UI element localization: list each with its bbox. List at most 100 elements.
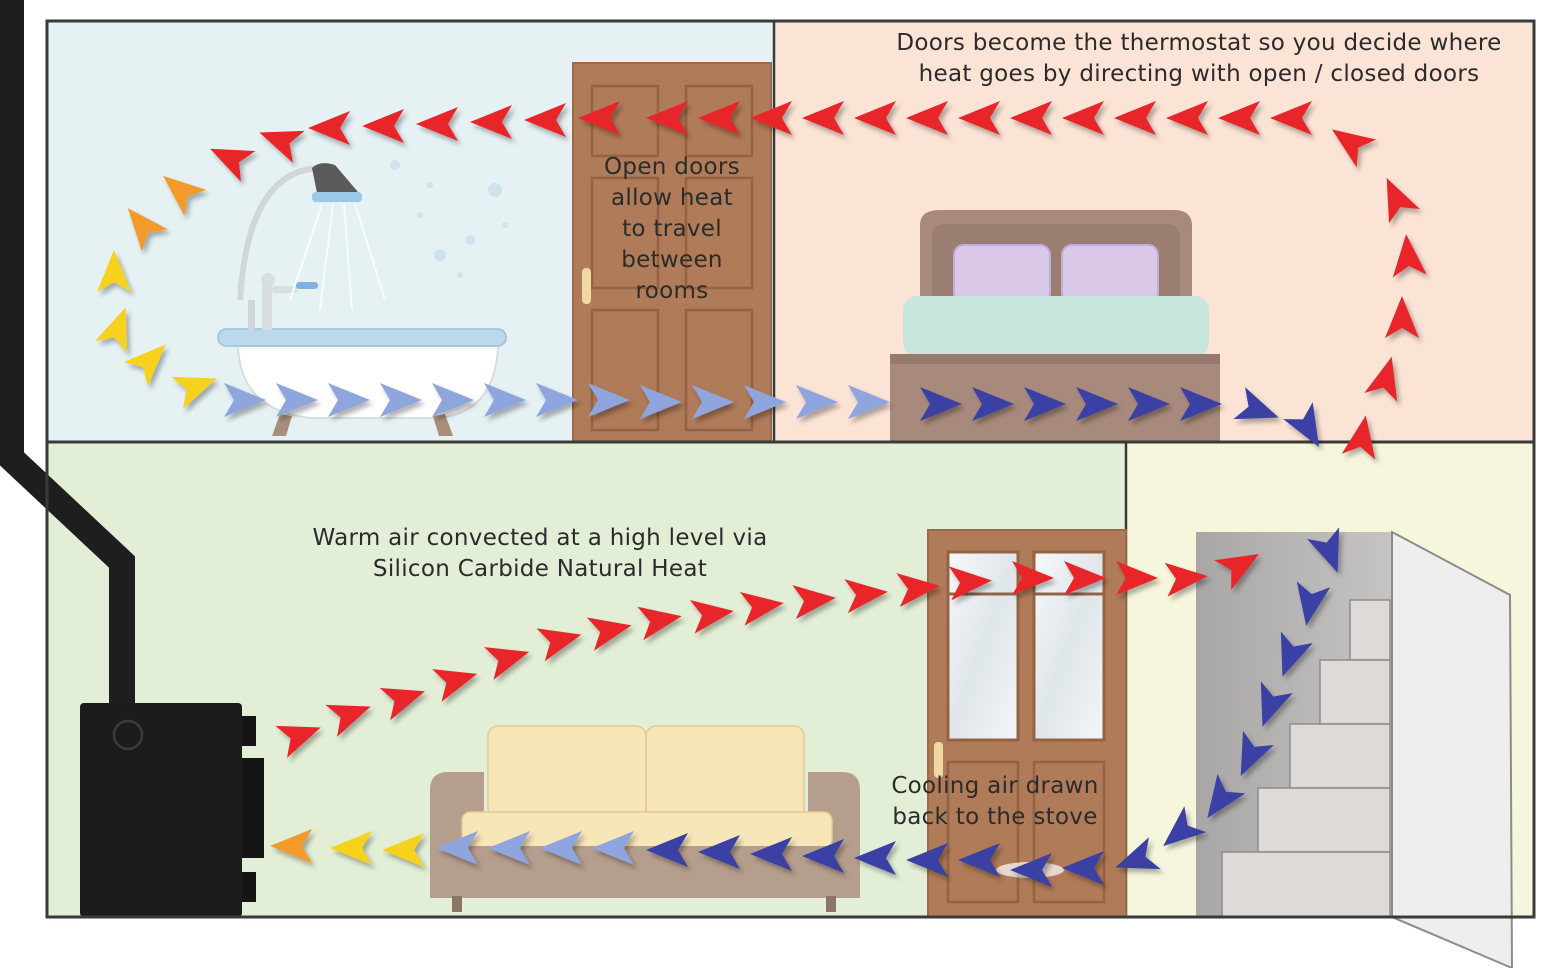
airflow-arrow-hot bbox=[1385, 296, 1419, 338]
airflow-arrow-hot bbox=[1392, 234, 1427, 278]
airflow-arrow-hot bbox=[484, 647, 530, 680]
airflow-arrow-warm bbox=[127, 208, 168, 252]
airflow-arrow-hot bbox=[739, 591, 784, 626]
open-doors-caption: Open doors allow heat to travel between … bbox=[604, 154, 740, 304]
airflow-arrow-cool bbox=[488, 831, 530, 865]
airflow-arrow-hot bbox=[536, 628, 582, 662]
airflow-arrow-hot bbox=[750, 101, 792, 135]
airflow-arrow-hot bbox=[586, 617, 632, 651]
airflow-arrow-cool bbox=[848, 385, 890, 419]
airflow-arrow-mild bbox=[95, 307, 128, 353]
airflow-arrow-cold bbox=[906, 843, 948, 877]
airflow-arrow-hot bbox=[948, 566, 992, 601]
airflow-arrow-hot bbox=[1010, 101, 1052, 135]
bed-icon bbox=[890, 210, 1220, 442]
airflow-arrow-hot bbox=[432, 669, 478, 702]
airflow-arrow-hot bbox=[854, 101, 896, 135]
stove-flue bbox=[0, 0, 135, 712]
airflow-arrow-cool bbox=[432, 383, 474, 417]
airflow-arrow-cold bbox=[1260, 681, 1293, 727]
airflow-arrow-hot bbox=[578, 101, 620, 135]
airflow-arrow-cool bbox=[224, 383, 266, 417]
airflow-arrow-hot bbox=[1218, 101, 1260, 135]
airflow-arrow-hot bbox=[844, 579, 888, 613]
airflow-arrow-hot bbox=[1166, 101, 1208, 135]
airflow-arrow-hot bbox=[308, 111, 350, 145]
airflow-arrow-hot bbox=[792, 585, 836, 619]
airflow-arrow-cold bbox=[920, 387, 962, 421]
sofa-icon bbox=[430, 725, 860, 912]
airflow-arrow-cold bbox=[1163, 806, 1207, 847]
airflow-arrow-cold bbox=[1233, 387, 1279, 420]
airflow-arrow-cool bbox=[640, 385, 682, 419]
airflow-arrow-hot bbox=[1012, 561, 1054, 595]
airflow-arrow-cool bbox=[588, 383, 630, 417]
airflow-arrow-hot bbox=[1164, 562, 1208, 597]
airflow-arrow-hot bbox=[416, 107, 458, 141]
airflow-arrow-hot bbox=[1214, 554, 1260, 590]
stairs-icon bbox=[1196, 530, 1514, 968]
airflow-arrow-warm bbox=[270, 829, 312, 863]
airflow-arrow-cold bbox=[972, 387, 1014, 421]
airflow-arrow-hot bbox=[524, 103, 566, 137]
airflow-arrow-hot bbox=[896, 573, 940, 607]
airflow-arrow-hot bbox=[1364, 356, 1398, 402]
airflow-arrow-cold bbox=[1062, 851, 1104, 885]
airflow-arrow-hot bbox=[1386, 178, 1420, 224]
house-outline bbox=[45, 19, 1536, 919]
airflow-arrow-hot bbox=[1331, 129, 1377, 168]
airflow-arrow-cold bbox=[854, 841, 896, 875]
airflow-arrow-cold bbox=[750, 837, 792, 871]
airflow-arrow-hot bbox=[1114, 101, 1156, 135]
airflow-arrow-cool bbox=[536, 383, 578, 417]
airflow-arrow-cold bbox=[1180, 387, 1222, 421]
airflow-arrow-cold bbox=[1207, 773, 1246, 819]
airflow-arrow-hot bbox=[1064, 561, 1106, 595]
airflow-arrow-cool bbox=[692, 385, 734, 419]
airflow-arrow-mild bbox=[330, 831, 372, 865]
airflow-arrow-mild bbox=[171, 376, 217, 409]
thermostat-caption: Doors become the thermostat so you decid… bbox=[896, 30, 1502, 87]
airflow-arrow-hot bbox=[637, 606, 682, 641]
airflow-arrow-cold bbox=[698, 835, 740, 869]
airflow-arrow-cold bbox=[1010, 853, 1052, 887]
airflow-arrow-cool bbox=[380, 383, 422, 417]
airflow-arrow-hot bbox=[1270, 101, 1312, 135]
airflow-arrow-hot bbox=[646, 101, 688, 135]
airflow-arrow-hot bbox=[470, 105, 512, 139]
airflow-arrow-cool bbox=[276, 383, 318, 417]
airflow-arrow-hot bbox=[1116, 561, 1158, 595]
airflow-arrow-cool bbox=[328, 383, 370, 417]
airflow-arrow-mild bbox=[97, 250, 131, 292]
airflow-arrow-cool bbox=[744, 385, 786, 419]
warm-air-caption: Warm air convected at a high level via S… bbox=[312, 525, 768, 582]
airflow-arrow-hot bbox=[906, 101, 948, 135]
airflow-arrow-cold bbox=[646, 833, 688, 867]
airflow-arrow-mild bbox=[382, 833, 424, 867]
airflow-arrow-hot bbox=[259, 130, 305, 163]
airflow-arrow-cold bbox=[1240, 730, 1274, 776]
airflow-arrow-cold bbox=[958, 843, 1000, 877]
airflow-arrow-cold bbox=[1283, 402, 1319, 448]
airflow-arrow-hot bbox=[379, 688, 425, 721]
airflow-arrow-hot bbox=[1341, 415, 1376, 460]
airflow-arrow-hot bbox=[689, 599, 734, 634]
airflow-arrow-mild bbox=[123, 344, 166, 387]
airflow-arrow-cool bbox=[484, 383, 526, 417]
airflow-arrow-cool bbox=[436, 831, 478, 865]
bubbles bbox=[390, 160, 508, 278]
airflow-arrow-warm bbox=[163, 175, 207, 216]
airflow-arrow-hot bbox=[802, 101, 844, 135]
airflow-arrow-hot bbox=[698, 101, 740, 135]
airflow-arrow-cold bbox=[1128, 387, 1170, 421]
airflow-arrow-hot bbox=[325, 704, 371, 737]
airflow-arrow-cold bbox=[1280, 631, 1313, 677]
airflow-arrow-cold bbox=[1076, 387, 1118, 421]
airflow-arrow-hot bbox=[210, 148, 256, 182]
airflow-arrow-hot bbox=[958, 101, 1000, 135]
stove-icon bbox=[80, 703, 264, 917]
airflow-arrow-cold bbox=[802, 839, 844, 873]
shower-icon bbox=[289, 163, 386, 311]
airflow-arrow-cold bbox=[1307, 527, 1340, 573]
airflow-arrow-cold bbox=[1024, 387, 1066, 421]
